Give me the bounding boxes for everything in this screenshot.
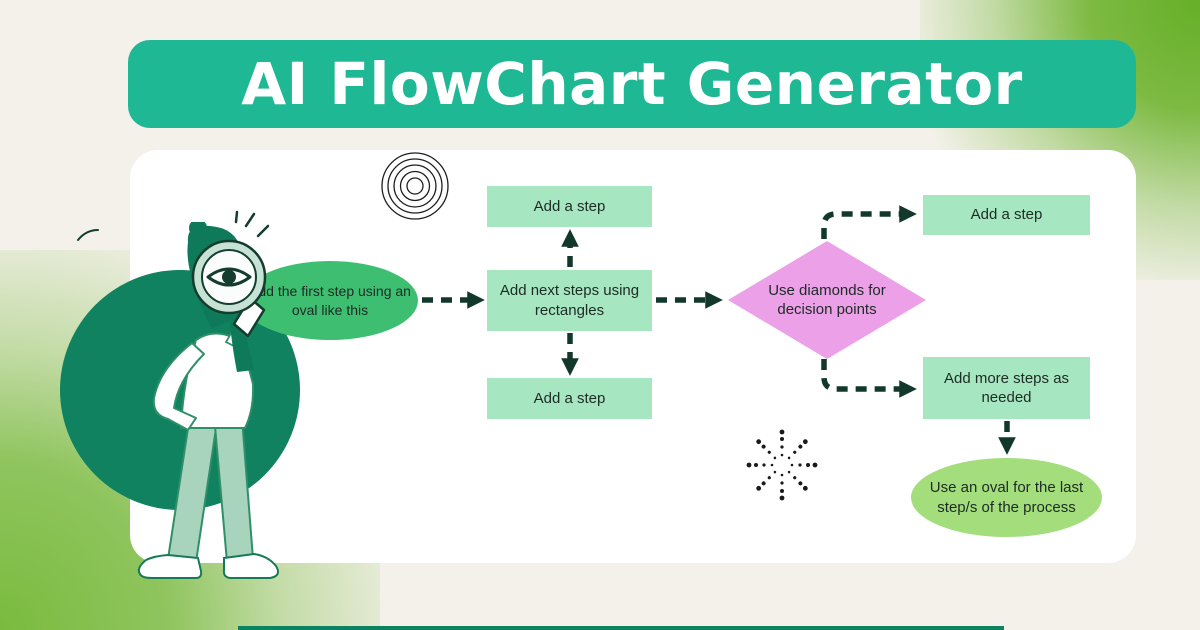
node-more-steps-label: Add more steps as needed	[943, 369, 1070, 407]
node-start-oval-label: Add the first step using an oval like th…	[249, 283, 411, 318]
node-next-steps-label: Add next steps using rectangles	[499, 282, 640, 319]
node-top-step-label: Add a step	[533, 197, 606, 215]
node-end-oval-label: Use an oval for the last step/s of the p…	[929, 479, 1084, 516]
node-end-oval: Use an oval for the last step/s of the p…	[911, 458, 1102, 537]
node-top-step: Add a step	[487, 186, 652, 227]
node-branch-step-label: Add a step	[970, 206, 1043, 224]
page-title: AI FlowChart Generator	[241, 50, 1023, 118]
node-branch-step: Add a step	[923, 195, 1090, 235]
node-bottom-step: Add a step	[487, 378, 652, 419]
node-decision-label: Use diamonds for decision points	[768, 281, 886, 319]
sparkle-arc	[77, 229, 99, 241]
node-more-steps: Add more steps as needed	[923, 357, 1090, 419]
ground-line	[238, 626, 1004, 630]
node-next-steps: Add next steps using rectangles	[487, 270, 652, 331]
node-bottom-step-label: Add a step	[533, 389, 606, 407]
title-banner: AI FlowChart Generator	[128, 40, 1136, 128]
node-start-oval: Add the first step using an oval like th…	[242, 261, 418, 340]
